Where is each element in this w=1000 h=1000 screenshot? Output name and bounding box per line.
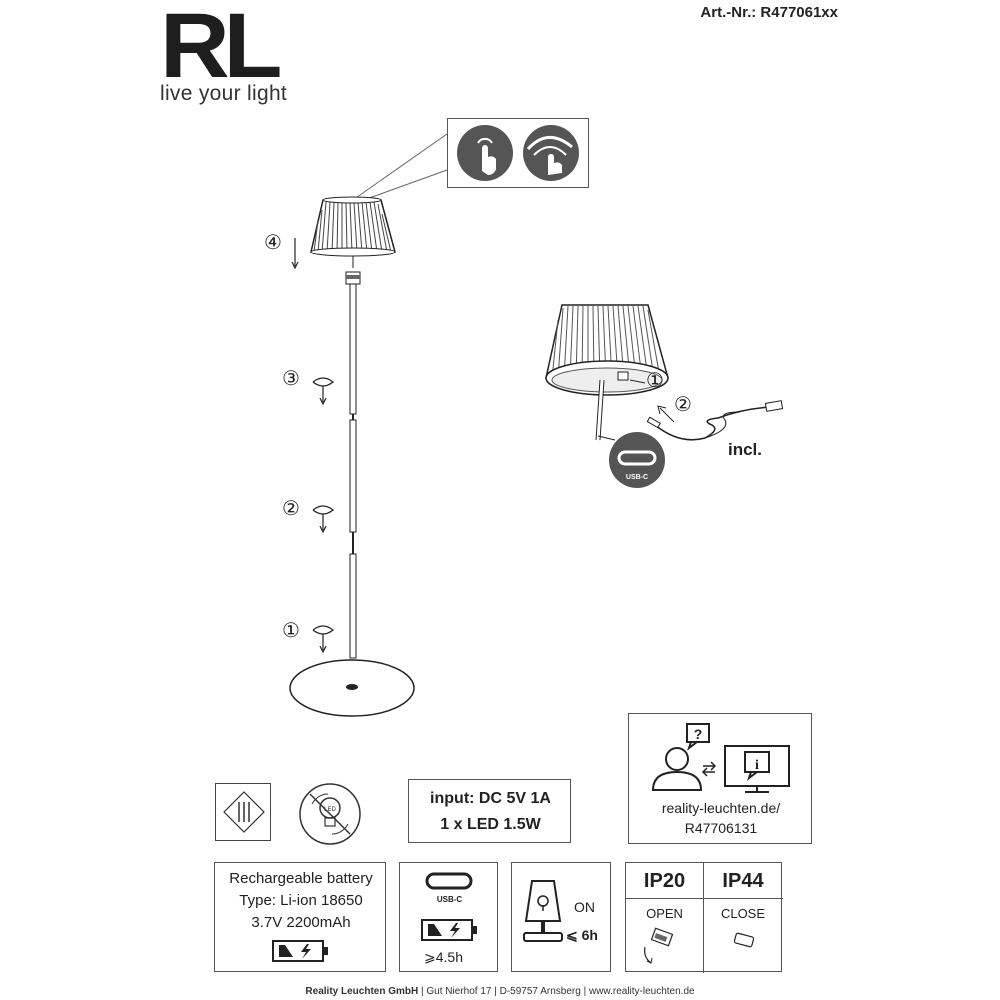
usb-c-label: USB-C (436, 895, 463, 904)
lamp-shade (310, 196, 396, 257)
charging-step-1-label: ① (646, 370, 664, 392)
footer-city: D-59757 Arnsberg (499, 986, 581, 997)
battery-charging-icon (272, 940, 328, 962)
exchange-arrows-icon (701, 761, 717, 777)
battery-title: Rechargeable battery (229, 870, 373, 887)
charge-battery-icon (421, 919, 477, 941)
footer-address: Gut Nierhof 17 (426, 986, 492, 997)
monitor-info-icon (724, 745, 790, 793)
ip-rating-box: IP20 IP44 OPEN CLOSE (625, 862, 783, 973)
usb-c-badge-label: USB-C (625, 474, 649, 481)
footer-company: Reality Leuchten GmbH (305, 986, 419, 997)
step-4-label: ④ (264, 232, 282, 254)
touch-tap-icon (457, 125, 513, 181)
runtime-state: ON (574, 899, 595, 915)
lamp-on-icon (523, 880, 563, 942)
article-number: Art.-Nr.: R477061xx (700, 4, 838, 21)
charge-time: ⩾4.5h (424, 949, 463, 965)
manual-url-line1[interactable]: reality-leuchten.de/ (661, 800, 781, 816)
svg-text:i: i (755, 758, 759, 773)
brand-logo: RL (160, 0, 282, 97)
charging-step-2-label: ② (674, 394, 692, 416)
footer-website[interactable]: www.reality-leuchten.de (588, 986, 695, 997)
led-not-replaceable-icon: LED (299, 783, 361, 845)
close-label: CLOSE (720, 906, 766, 921)
open-label: OPEN (646, 906, 683, 921)
ip20-label: IP20 (643, 870, 686, 892)
usb-c-port-icon (425, 872, 473, 890)
input-spec: input: DC 5V 1A (430, 790, 551, 807)
protection-class-3-symbol (215, 783, 271, 841)
svg-text:LED: LED (324, 807, 336, 813)
battery-capacity: 3.7V 2200mAh (251, 914, 351, 931)
manual-url-line2: R47706131 (684, 820, 758, 836)
step-1-label: ① (282, 620, 300, 642)
svg-text:?: ? (694, 726, 703, 742)
battery-type: Type: Li-ion 18650 (239, 892, 363, 909)
charging-lamp-shade (545, 304, 669, 396)
touch-control-panel (447, 118, 589, 188)
charging-box: USB-C ⩾4.5h (399, 862, 498, 972)
brand-tagline: live your light (160, 82, 288, 105)
runtime-duration: ⩽ 6h (566, 927, 598, 943)
battery-box: Rechargeable battery Type: Li-ion 18650 … (214, 862, 386, 972)
led-spec: 1 x LED 1.5W (440, 816, 541, 833)
step-3-label: ③ (282, 368, 300, 390)
step-2-label: ② (282, 498, 300, 520)
online-manual-box: ? i reality-leuchten.de/ R47706131 (628, 713, 812, 844)
cable-included-label: incl. (728, 440, 763, 459)
cover-open-icon (644, 927, 674, 964)
runtime-box: ON ⩽ 6h (511, 862, 611, 972)
specs-box: input: DC 5V 1A 1 x LED 1.5W (408, 779, 571, 843)
cover-closed-icon (733, 932, 755, 948)
footer: Reality Leuchten GmbH | Gut Nierhof 17 |… (305, 986, 695, 997)
user-question-icon (651, 723, 710, 791)
ip44-label: IP44 (722, 870, 764, 892)
touch-dim-icon (523, 125, 579, 181)
